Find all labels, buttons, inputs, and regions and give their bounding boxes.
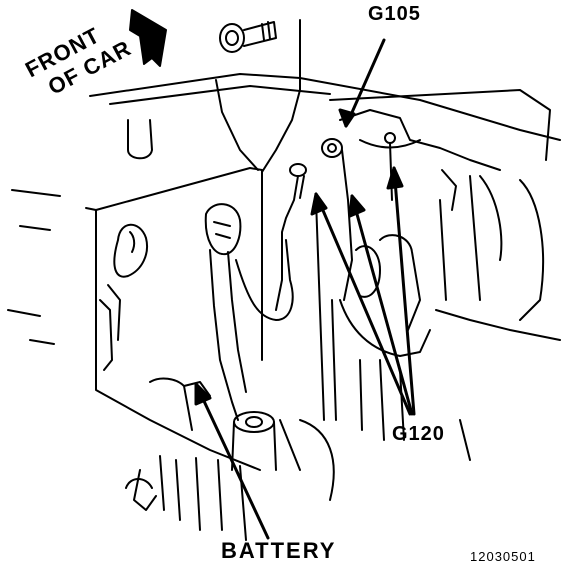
bolt-icon — [219, 21, 277, 53]
figure-number: 12030501 — [470, 549, 536, 564]
ground-studs — [275, 132, 396, 311]
g105-ground-label: G105 — [368, 3, 421, 25]
engine-bay-structure — [7, 19, 561, 471]
g120-pointer-arrow-3 — [392, 166, 416, 416]
battery-pointer-arrow — [194, 382, 270, 540]
g105-pointer-arrow — [344, 38, 386, 128]
g120-ground-label: G120 — [392, 423, 445, 445]
callout-arrows — [194, 38, 416, 540]
battery — [85, 167, 335, 541]
battery-label: BATTERY — [221, 538, 337, 563]
front-direction-arrow-icon — [129, 9, 167, 67]
g120-pointer-arrow-2 — [350, 194, 414, 416]
g120-pointer-arrow-1 — [314, 192, 412, 416]
